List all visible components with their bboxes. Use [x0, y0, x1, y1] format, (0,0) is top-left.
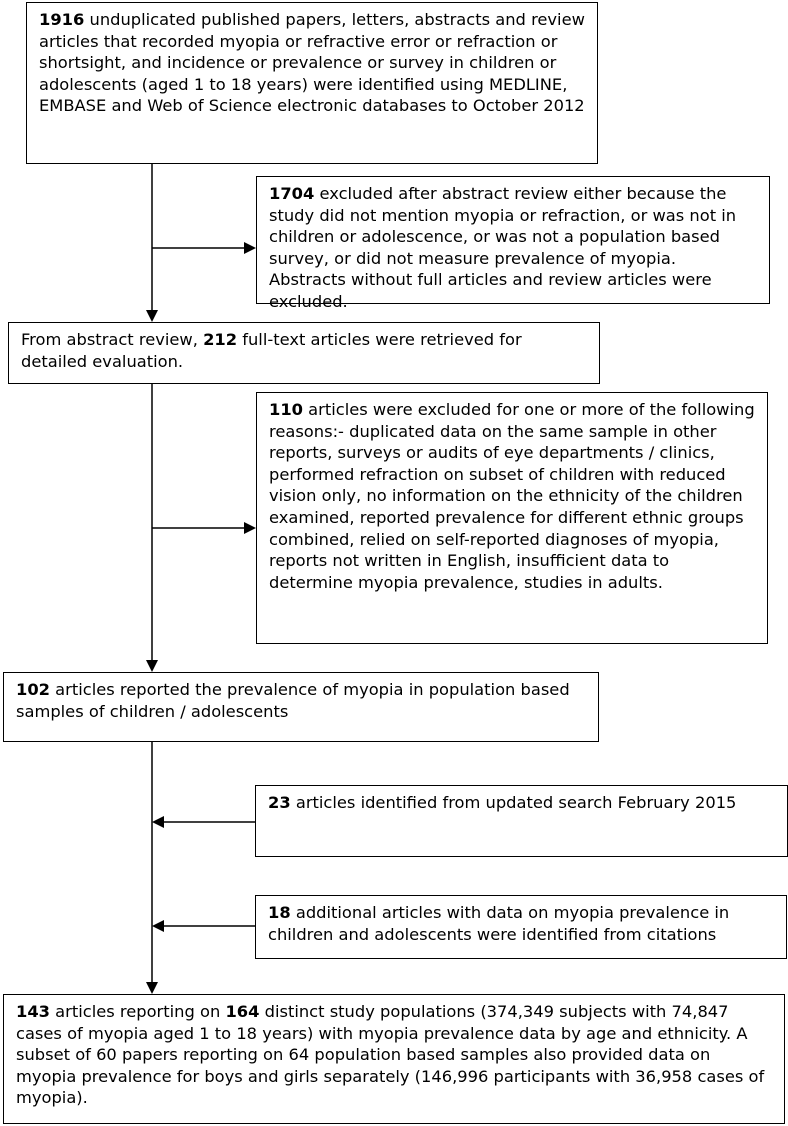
prevalence-reported-description: articles reported the prevalence of myop… — [16, 680, 570, 721]
updated-search-description: articles identified from updated search … — [290, 793, 737, 812]
arrowhead-to-box3 — [146, 310, 158, 322]
identified-records-box: 1916 unduplicated published papers, lett… — [26, 2, 598, 164]
excluded-full-text-count: 110 — [269, 400, 303, 419]
identified-description: unduplicated published papers, letters, … — [39, 10, 585, 116]
arrowhead-to-box4 — [244, 522, 256, 534]
excluded-full-text-text: 110 articles were excluded for one or mo… — [269, 399, 755, 593]
prevalence-reported-text: 102 articles reported the prevalence of … — [16, 679, 586, 722]
updated-search-count: 23 — [268, 793, 291, 812]
citations-description: additional articles with data on myopia … — [268, 903, 730, 944]
excluded-full-text-box: 110 articles were excluded for one or mo… — [256, 392, 768, 644]
full-text-retrieved-box: From abstract review, 212 full-text arti… — [8, 322, 600, 384]
prevalence-reported-count: 102 — [16, 680, 50, 699]
excluded-abstract-box: 1704 excluded after abstract review eith… — [256, 176, 770, 311]
arrowhead-from-box7 — [152, 920, 164, 932]
arrowhead-to-box5 — [146, 660, 158, 672]
final-included-description-2: distinct study populations (374,349 subj… — [16, 1002, 765, 1108]
full-text-description: full-text articles were retrieved for de… — [21, 330, 522, 371]
final-included-box: 143 articles reporting on 164 distinct s… — [3, 994, 785, 1124]
full-text-count: 212 — [203, 330, 238, 349]
identified-records-text: 1916 unduplicated published papers, lett… — [39, 9, 585, 117]
updated-search-box: 23 articles identified from updated sear… — [255, 785, 788, 857]
final-articles-count: 143 — [16, 1002, 50, 1021]
excluded-abstract-count: 1704 — [269, 184, 315, 203]
full-text-prefix: From abstract review, — [21, 330, 204, 349]
prevalence-reported-box: 102 articles reported the prevalence of … — [3, 672, 599, 742]
final-included-text: 143 articles reporting on 164 distinct s… — [16, 1001, 772, 1109]
excluded-full-text-description: articles were excluded for one or more o… — [269, 400, 755, 592]
citations-text: 18 additional articles with data on myop… — [268, 902, 774, 945]
excluded-abstract-description: excluded after abstract review either be… — [269, 184, 737, 311]
arrowhead-to-box8 — [146, 982, 158, 994]
arrowhead-from-box6 — [152, 816, 164, 828]
excluded-abstract-text: 1704 excluded after abstract review eith… — [269, 183, 757, 313]
citations-count: 18 — [268, 903, 291, 922]
updated-search-text: 23 articles identified from updated sear… — [268, 792, 775, 814]
final-included-description-1: articles reporting on — [50, 1002, 226, 1021]
full-text-retrieved-text: From abstract review, 212 full-text arti… — [21, 329, 587, 372]
final-populations-count: 164 — [225, 1002, 260, 1021]
identified-count: 1916 — [39, 10, 85, 29]
citations-box: 18 additional articles with data on myop… — [255, 895, 787, 959]
arrowhead-to-box2 — [244, 242, 256, 254]
